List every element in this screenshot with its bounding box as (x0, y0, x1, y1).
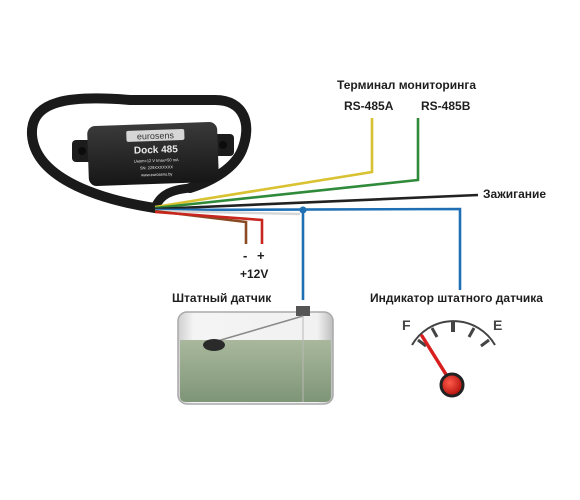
gauge-mark-f: F (402, 317, 411, 333)
wire-plus (154, 210, 264, 244)
device-site: www.eurosens.by (141, 171, 173, 177)
float (203, 339, 225, 351)
wire-sensor (154, 207, 462, 290)
device-serial: SN: 229XXXXXXX (140, 164, 174, 170)
gauge-knob (439, 372, 465, 398)
monitoring-terminal-label: Терминал мониторинга (337, 78, 476, 92)
plus-label: + (257, 248, 265, 263)
device-model: Dock 485 (134, 144, 179, 157)
cable-to-box (150, 183, 191, 210)
device-brand: eurosens (137, 130, 175, 141)
rs485b-label: RS-485B (421, 99, 471, 113)
fuel-tank (177, 306, 334, 405)
wire-rs485a (154, 118, 374, 209)
gauge-title-label: Индикатор штатного датчика (370, 291, 543, 305)
standard-sensor-label: Штатный датчик (172, 291, 272, 305)
voltage-label: +12V (240, 267, 268, 281)
rs485a-label: RS-485A (344, 99, 394, 113)
minus-label: - (243, 248, 247, 263)
cable-loop (26, 93, 252, 213)
ignition-label: Зажигание (483, 187, 546, 201)
gauge-mark-e: E (493, 317, 502, 333)
fuel-gauge: F E (402, 317, 502, 398)
device-spec: Uнom=12 V Imax=50 mA (134, 157, 179, 164)
dock485-device: eurosens Dock 485 Uнom=12 V Imax=50 mA S… (72, 122, 234, 186)
wire-rs485b (154, 118, 420, 210)
wire-ignition (154, 193, 479, 211)
wire-junction (299, 206, 307, 214)
wire-white (154, 209, 301, 216)
